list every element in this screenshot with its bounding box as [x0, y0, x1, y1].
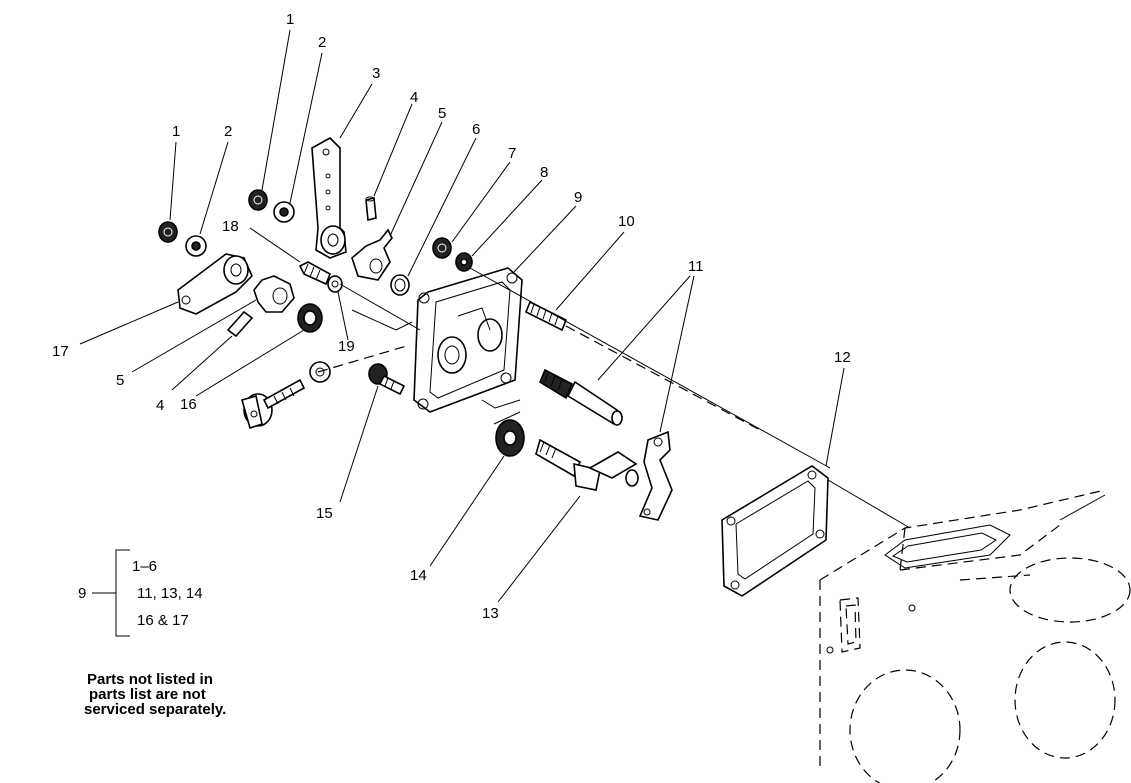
callout-17: 17 [52, 343, 69, 360]
callout-6: 6 [472, 121, 481, 138]
washer-2-lower [185, 235, 207, 257]
callout-2: 2 [318, 34, 327, 51]
callout-15: 15 [316, 505, 333, 522]
collar-5-lower [253, 275, 295, 313]
governor-arm-3 [311, 137, 347, 259]
washer-2-upper [273, 201, 295, 223]
service-note-line-2: parts list are not [89, 686, 206, 703]
lever-11 [638, 430, 673, 521]
o-ring-6 [390, 274, 410, 296]
callout-3: 3 [372, 65, 381, 82]
crank-13 [535, 438, 639, 491]
washer-8 [455, 252, 473, 272]
collar-5-upper [351, 228, 393, 281]
gasket-12 [721, 465, 829, 597]
callout-8: 8 [540, 164, 549, 181]
governor-housing-9 [413, 267, 523, 413]
legend-line-3: 16 & 17 [137, 612, 189, 629]
nut-1-upper [248, 189, 268, 211]
callout-11: 11 [688, 258, 704, 275]
callout-1: 1 [286, 11, 295, 28]
shaft-11 [538, 368, 623, 426]
nut-7 [432, 237, 452, 259]
bolt-18 [298, 261, 332, 286]
washer-19 [327, 275, 343, 293]
callout-19: 19 [338, 338, 355, 355]
alignment-lines [317, 267, 911, 529]
callout-16: 16 [180, 396, 197, 413]
screw-assembly [241, 378, 306, 430]
callout-10: 10 [618, 213, 635, 230]
callout-5-lower: 5 [116, 372, 125, 389]
callout-13: 13 [482, 605, 499, 622]
service-note: Parts not listed in parts list are not s… [84, 672, 226, 717]
callout-14: 14 [410, 567, 427, 584]
callout-5: 5 [438, 105, 447, 122]
callout-4: 4 [410, 89, 419, 106]
pin-4-upper [365, 196, 377, 222]
callout-12: 12 [834, 349, 851, 366]
stud-10 [524, 300, 568, 332]
callout-7: 7 [508, 145, 517, 162]
callout-1-lower: 1 [172, 123, 181, 140]
leader-lines [79, 29, 845, 603]
service-note-line-3: serviced separately. [84, 701, 227, 718]
legend-assembly-number: 9 [78, 585, 87, 602]
callout-9: 9 [574, 189, 583, 206]
legend-line-1: 1–6 [132, 558, 158, 575]
callout-4-lower: 4 [156, 397, 165, 414]
lever-17 [177, 253, 253, 315]
engine-block [819, 489, 1131, 783]
bearing-16 [297, 303, 323, 333]
bolt-15 [368, 363, 406, 396]
legend-bracket [92, 549, 130, 637]
service-note-line-1: Parts not listed in [87, 671, 213, 688]
nut-1-lower [158, 221, 178, 243]
legend-line-2: 11, 13, 14 [137, 585, 203, 602]
pin-4-lower [226, 310, 254, 338]
callout-2-lower: 2 [224, 123, 233, 140]
gear-14 [493, 411, 525, 457]
callout-18: 18 [222, 218, 239, 235]
